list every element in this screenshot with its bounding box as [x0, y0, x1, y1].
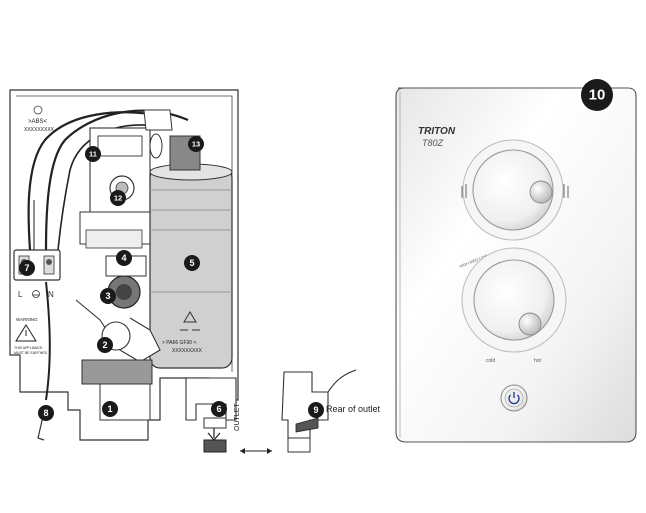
callout-6: 6	[211, 401, 227, 417]
rear-of-outlet-label: Rear of outlet	[326, 404, 381, 414]
warning-line2: MUST BE EARTHED	[14, 351, 48, 355]
brand-logo: TRITON	[418, 126, 456, 137]
callout-10: 10	[581, 79, 613, 111]
warning-label: WARNING THIS APPLIANCE MUST BE EARTHED	[14, 317, 48, 355]
callout-13: 13	[188, 136, 204, 152]
shower-unit: >ABS< XXXXXXXXX L N WARNING THIS	[9, 89, 381, 454]
recycle-icon-small	[33, 105, 43, 115]
warning-title: WARNING	[16, 317, 38, 322]
callout-11: 11	[85, 146, 101, 162]
svg-text:6: 6	[216, 404, 221, 414]
recycle-icon	[180, 311, 200, 331]
lower-flow-knob	[461, 247, 567, 353]
earth-symbol-icon	[32, 290, 40, 298]
callout-12: 12	[110, 190, 126, 206]
outlet-label: OUTLET	[234, 403, 241, 431]
callout-8: 8	[38, 405, 54, 421]
svg-text:13: 13	[192, 140, 200, 149]
callout-5: 5	[184, 255, 200, 271]
abs-mark: >ABS<	[28, 119, 48, 125]
power-icon	[508, 392, 520, 405]
warning-line1: THIS APPLIANCE	[14, 346, 43, 350]
front-cover-panel: TRITON T80Z HIGH MED LOW cold hot	[395, 79, 637, 443]
svg-text:10: 10	[589, 87, 606, 104]
tank-marking: > PA66 GF30 <	[162, 340, 196, 346]
warning-triangle-icon	[15, 324, 37, 342]
earth-lead	[45, 281, 51, 401]
callout-3: 3	[100, 288, 116, 304]
callout-4: 4	[116, 250, 132, 266]
callout-9: 9	[308, 402, 324, 418]
rear-outlet-detail	[281, 369, 357, 453]
svg-text:2: 2	[102, 340, 107, 350]
terminal-n-label: N	[48, 290, 54, 299]
outlet-fitting: OUTLET	[185, 377, 241, 453]
serial-top: XXXXXXXXX	[24, 127, 55, 133]
svg-text:8: 8	[43, 408, 48, 418]
hot-label: hot	[534, 358, 542, 364]
callout-2: 2	[97, 337, 113, 353]
svg-text:11: 11	[89, 150, 97, 159]
svg-text:7: 7	[24, 263, 29, 273]
svg-text:12: 12	[114, 194, 122, 203]
svg-text:4: 4	[121, 253, 126, 263]
svg-text:1: 1	[107, 404, 112, 414]
power-button[interactable]	[500, 384, 528, 412]
cable	[57, 124, 159, 251]
callout-1: 1	[102, 401, 118, 417]
tank-serial: XXXXXXXXX	[172, 348, 203, 354]
svg-text:5: 5	[189, 258, 194, 268]
upper-temperature-knob	[461, 139, 569, 241]
double-arrow-icon	[240, 448, 272, 454]
svg-text:3: 3	[105, 291, 110, 301]
terminal-l-label: L	[18, 290, 23, 299]
model-name: T80Z	[422, 138, 444, 148]
callout-7: 7	[19, 260, 35, 276]
cold-label: cold	[486, 358, 495, 364]
heater-tank: > PA66 GF30 < XXXXXXXXX	[149, 135, 233, 369]
svg-text:9: 9	[313, 405, 318, 415]
